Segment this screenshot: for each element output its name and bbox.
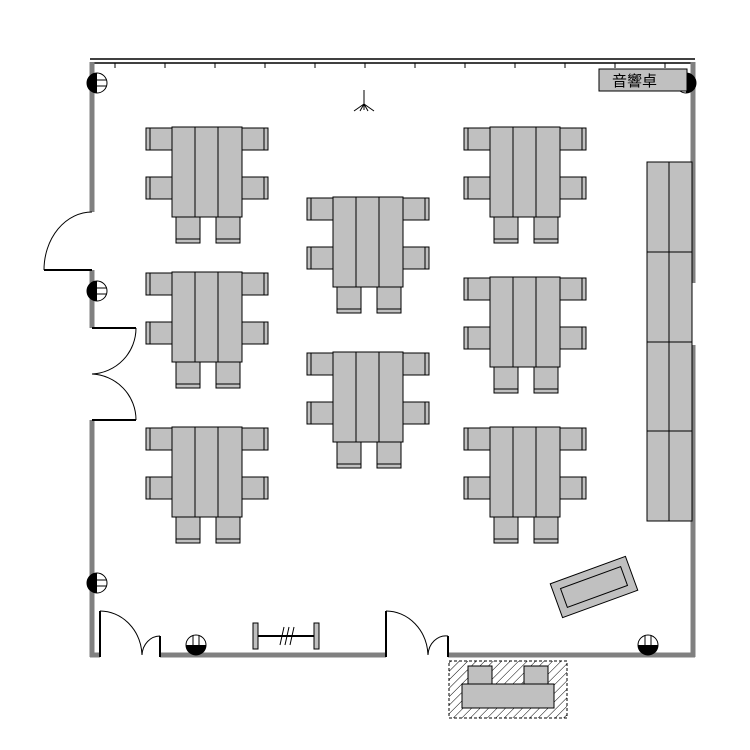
table-group[interactable] [145,426,269,544]
table[interactable] [489,126,561,218]
table-group[interactable] [463,426,587,544]
podium[interactable] [448,660,568,719]
table-group[interactable] [463,126,587,244]
table[interactable] [332,196,404,288]
table[interactable] [489,426,561,518]
bottom-center-door[interactable] [385,610,449,657]
table[interactable] [489,276,561,368]
table-groups [145,126,587,544]
table-group[interactable] [306,196,430,314]
table-group[interactable] [145,126,269,244]
podium-desk[interactable] [461,683,555,709]
table-group[interactable] [306,351,430,469]
table[interactable] [171,126,243,218]
table-group[interactable] [145,271,269,389]
sofa[interactable] [549,555,639,619]
left-double-door[interactable] [91,327,137,421]
sound-desk[interactable]: 音響卓 [598,68,688,92]
table[interactable] [171,271,243,363]
table-group[interactable] [463,276,587,394]
pillar-icon [86,72,108,94]
podium-chair[interactable] [523,665,549,685]
storage-cabinet[interactable] [646,161,693,522]
pillar-icon [86,572,108,594]
table[interactable] [171,426,243,518]
table[interactable] [332,351,404,443]
coat-rack[interactable] [252,622,320,650]
bottom-left-door[interactable] [99,610,161,657]
sound-desk-label: 音響卓 [612,72,657,90]
curtain-rail [90,58,695,68]
pillar-icon [185,634,207,656]
north-arrow-icon [353,90,375,112]
pillar-icon [637,634,659,656]
podium-chair[interactable] [467,665,493,685]
pillar-icon [86,280,108,302]
left-upper-door[interactable] [43,211,93,271]
